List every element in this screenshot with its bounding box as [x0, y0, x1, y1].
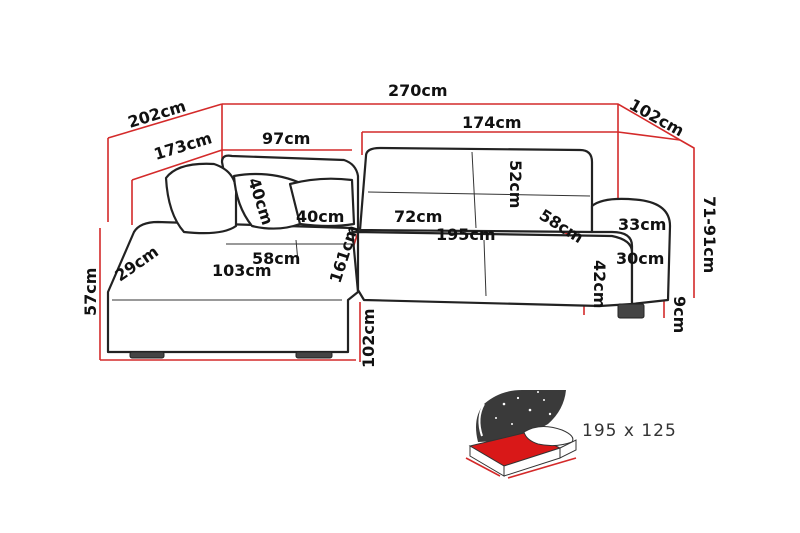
label-seat-depth-main: 72cm: [394, 207, 442, 226]
label-leg-height: 9cm: [670, 296, 689, 333]
seat-seam: [483, 239, 487, 297]
label-left-depth-inner: 173cm: [152, 128, 215, 164]
leg-rear-right: [617, 303, 645, 319]
back-seam-mid: [471, 151, 477, 229]
right-armrest: [590, 197, 672, 306]
main-seat-block: [356, 230, 634, 308]
left-depth-line: [107, 103, 223, 139]
label-left-depth-outer: 202cm: [126, 96, 189, 132]
back-seam-horizontal: [367, 191, 591, 197]
label-pillow-width: 40cm: [296, 207, 344, 226]
sofa-legs: [129, 303, 645, 359]
label-chaise-depth: 102cm: [359, 308, 378, 368]
label-armrest-width: 33cm: [618, 215, 666, 234]
label-seat-height: 42cm: [590, 260, 609, 308]
chaise-block: [106, 220, 360, 354]
label-seat-length: 195cm: [436, 225, 496, 244]
label-back-height: 52cm: [506, 160, 525, 208]
label-total-height: 71-91cm: [700, 196, 719, 273]
height-line: [679, 139, 695, 298]
label-chaise-length: 103cm: [212, 261, 272, 280]
label-armrest-height: 30cm: [616, 249, 664, 268]
leg-front-right: [295, 351, 333, 359]
leg-front-left: [129, 351, 165, 359]
sofa-outline: [106, 146, 672, 354]
headrest-pillow-left: [164, 162, 238, 235]
headrest-pillow-mid: [232, 172, 302, 230]
bed-width-line: [465, 457, 501, 477]
chaise-cushion-seam: [295, 239, 299, 263]
label-chaise-seat-depth: 58cm: [252, 249, 300, 268]
label-main-back-length: 174cm: [462, 113, 522, 132]
label-left-back-length: 97cm: [262, 129, 310, 148]
bed-length-line: [507, 457, 577, 479]
label-total-length: 270cm: [388, 81, 448, 100]
bed-size-label: 195 x 125: [582, 421, 677, 441]
main-backrest: [358, 146, 594, 234]
inner-depth-line: [131, 149, 223, 181]
main-back-tick-right: [617, 131, 681, 141]
throw-pillow: [288, 177, 356, 228]
sofa-bed-icon: [465, 390, 577, 479]
night-sky-shape: [476, 390, 566, 442]
label-chaise-height: 57cm: [81, 268, 100, 316]
